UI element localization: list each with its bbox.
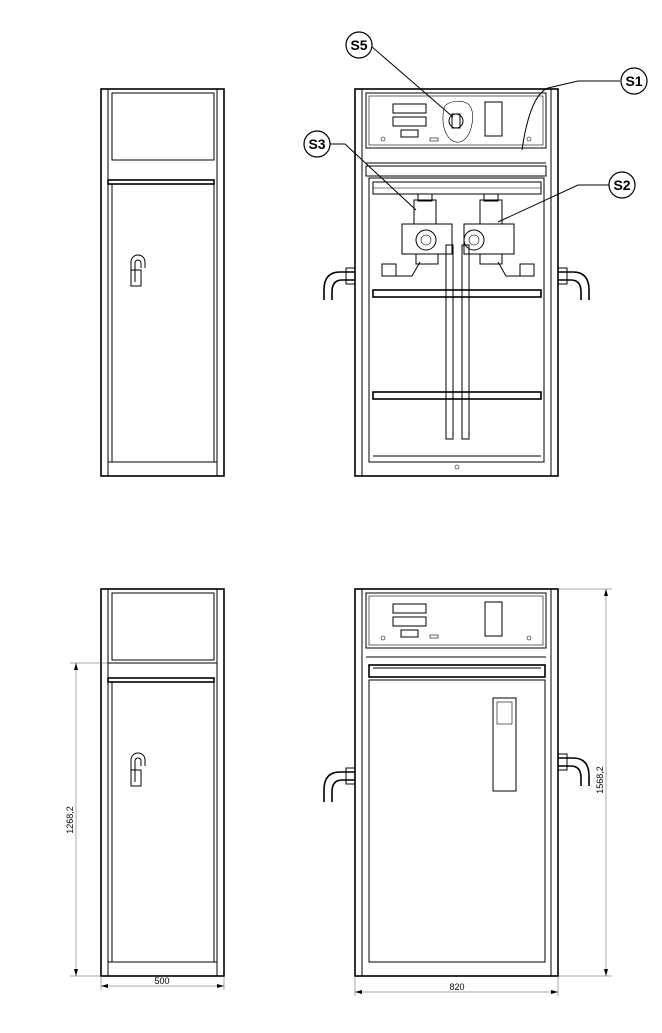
- callout-s1-label: S1: [625, 73, 642, 89]
- front-view-closed: 1568,2 820: [323, 588, 612, 996]
- callout-s5-label: S5: [350, 37, 367, 53]
- hose-inlet-right-icon: [557, 267, 590, 300]
- door-handle-icon: [130, 752, 146, 787]
- dimension-side-width: 500: [154, 976, 169, 986]
- dimension-front-height: 1568,2: [595, 766, 605, 794]
- callout-s3-label: S3: [308, 136, 325, 152]
- front-view-open: [323, 88, 590, 477]
- valve-icon: [442, 100, 473, 143]
- callout-s2: S2: [497, 171, 636, 223]
- hose-inlet-right-icon: [557, 753, 590, 786]
- side-view-bottom: 1268,2 500: [65, 588, 225, 990]
- side-view-top: [100, 88, 225, 477]
- hose-inlet-left-icon: [323, 767, 356, 802]
- dimension-front-width: 820: [449, 982, 464, 992]
- callout-s3: S3: [303, 130, 417, 211]
- callout-s1: S1: [521, 67, 648, 151]
- dimension-side-height: 1268,2: [65, 806, 75, 834]
- hose-inlet-left-icon: [323, 267, 356, 300]
- door-handle-icon: [130, 254, 146, 287]
- pump-unit-left-icon: [401, 193, 453, 265]
- pump-unit-right-icon: [463, 193, 515, 265]
- callout-s5: S5: [345, 31, 454, 118]
- nozzle-holster-icon: [492, 697, 517, 792]
- callout-s2-label: S2: [613, 177, 630, 193]
